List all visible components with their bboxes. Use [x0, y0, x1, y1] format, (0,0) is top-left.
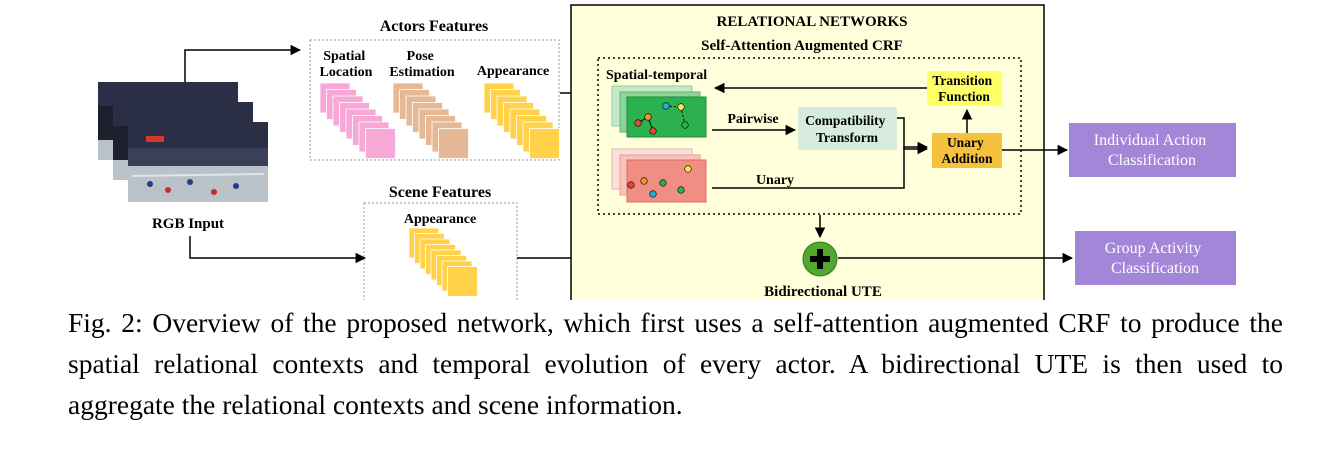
scene-features-title: Scene Features — [389, 184, 491, 201]
figure-caption: Fig. 2: Overview of the proposed network… — [68, 302, 1283, 425]
pairwise-graph-cards — [611, 85, 707, 138]
arrow-input-to-actors — [184, 44, 302, 82]
individual-action-classification: Individual Action Classification — [1069, 123, 1236, 177]
unary-graph-cards — [611, 148, 707, 203]
transition-function-label: Transition Function — [932, 73, 995, 104]
scene-appearance-feature-stack — [408, 227, 478, 297]
actors-features-border — [309, 39, 560, 161]
feature-map-square — [447, 266, 478, 297]
arrow-unary — [712, 141, 929, 189]
network-overview-diagram: RGB Input Actors Features Spatial Locati… — [98, 4, 1236, 300]
rgb-input-label: RGB Input — [152, 216, 224, 232]
individual-action-label: Individual Action Classification — [1094, 132, 1210, 169]
actors-features-panel: Actors Features Spatial Location Pose Es… — [309, 18, 560, 161]
pairwise-label: Pairwise — [727, 112, 778, 127]
arrow-compat-to-unary-addition — [897, 117, 929, 155]
feature-map-square — [529, 128, 560, 159]
crf-title: Self-Attention Augmented CRF — [701, 38, 903, 54]
compatibility-transform-label: Compatibility Transform — [805, 113, 889, 145]
group-activity-classification: Group Activity Classification — [1075, 231, 1236, 285]
relational-networks-panel: RELATIONAL NETWORKS Self-Attention Augme… — [570, 4, 1045, 300]
feature-map-square — [438, 128, 469, 159]
unary-addition-box — [932, 133, 1002, 168]
relational-networks-title: RELATIONAL NETWORKS — [716, 14, 907, 30]
actors-appearance-feature-stack — [483, 82, 560, 159]
scene-appearance-label: Appearance — [404, 212, 476, 227]
crf-border — [597, 57, 1022, 215]
spatial-location-label: Spatial Location — [320, 49, 373, 80]
transition-function-box — [927, 71, 1002, 106]
rgb-input-frames: RGB Input — [98, 82, 268, 232]
spatial-temporal-label: Spatial-temporal — [606, 68, 707, 83]
group-activity-label: Group Activity Classification — [1105, 240, 1205, 277]
feature-map-square — [365, 128, 396, 159]
unary-addition-label: Unary Addition — [941, 135, 993, 166]
plus-icon — [802, 241, 838, 277]
spatial-location-feature-stack — [319, 82, 396, 159]
actors-features-title: Actors Features — [380, 18, 489, 35]
unary-label: Unary — [756, 173, 794, 188]
arrow-input-to-scene — [189, 236, 367, 264]
scene-features-border — [363, 202, 518, 300]
pose-estimation-label: Pose Estimation — [389, 49, 455, 80]
caption-label: Fig. 2: — [68, 307, 143, 338]
compatibility-transform-box — [798, 107, 897, 150]
video-frame-3 — [128, 122, 268, 202]
pose-estimation-feature-stack — [392, 82, 469, 159]
scene-features-panel: Scene Features Appearance — [363, 184, 518, 300]
actors-appearance-label: Appearance — [477, 64, 549, 79]
caption-text: Overview of the proposed network, which … — [68, 307, 1284, 420]
bidirectional-ute-label: Bidirectional UTE — [764, 284, 882, 300]
